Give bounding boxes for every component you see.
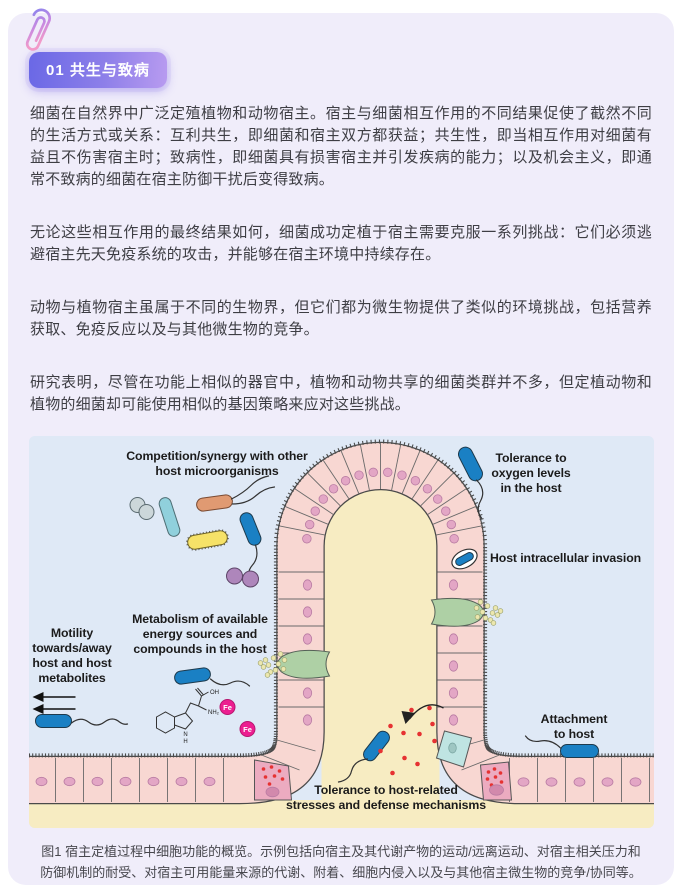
figure-label-attachment: Attachment to host	[540, 712, 608, 741]
content-card: 01 共生与致病 细菌在自然界中广泛定殖植物和动物宿主。宿主与细菌相互作用的不同…	[8, 8, 674, 885]
paperclip-icon	[25, 8, 51, 51]
paragraph-2: 无论这些相互作用的最终结果如何，细菌成功定植于宿主需要克服一系列挑战：它们必须逃…	[30, 224, 652, 263]
figure-label-metabolism: Metabolism of available energy sources a…	[132, 612, 268, 656]
paragraph-3: 动物与植物宿主虽属于不同的生物界，但它们都为微生物提供了类似的环境挑战，包括营养…	[30, 299, 652, 338]
figure-label-competition: Competition/synergy with other host micr…	[126, 449, 308, 478]
svg-text:H: H	[183, 739, 187, 745]
svg-text:Fe: Fe	[243, 725, 252, 734]
paragraph-4: 研究表明，尽管在功能上相似的器官中，植物和动物共享的细菌类群并不多，但定植动物和…	[30, 374, 652, 413]
svg-text:OH: OH	[210, 690, 219, 696]
svg-text:Fe: Fe	[223, 703, 232, 712]
section-badge: 01 共生与致病	[29, 52, 167, 88]
figure-label-oxygen: Tolerance to oxygen levels in the host	[491, 451, 571, 495]
svg-text:N: N	[183, 732, 187, 738]
figure-label-stress: Tolerance to host-related stresses and d…	[286, 783, 486, 812]
paragraph-1: 细菌在自然界中广泛定殖植物和动物宿主。宿主与细菌相互作用的不同结果促使了截然不同…	[30, 105, 652, 188]
figure-label-motility: Motility towards/away host and host meta…	[32, 626, 112, 685]
figure-caption: 图1 宿主定植过程中细胞功能的概览。示例包括向宿主及其代谢产物的运动/远离运动、…	[40, 844, 642, 880]
svg-text:NH₂: NH₂	[208, 710, 220, 716]
figure-label-invasion: Host intracellular invasion	[490, 551, 642, 565]
